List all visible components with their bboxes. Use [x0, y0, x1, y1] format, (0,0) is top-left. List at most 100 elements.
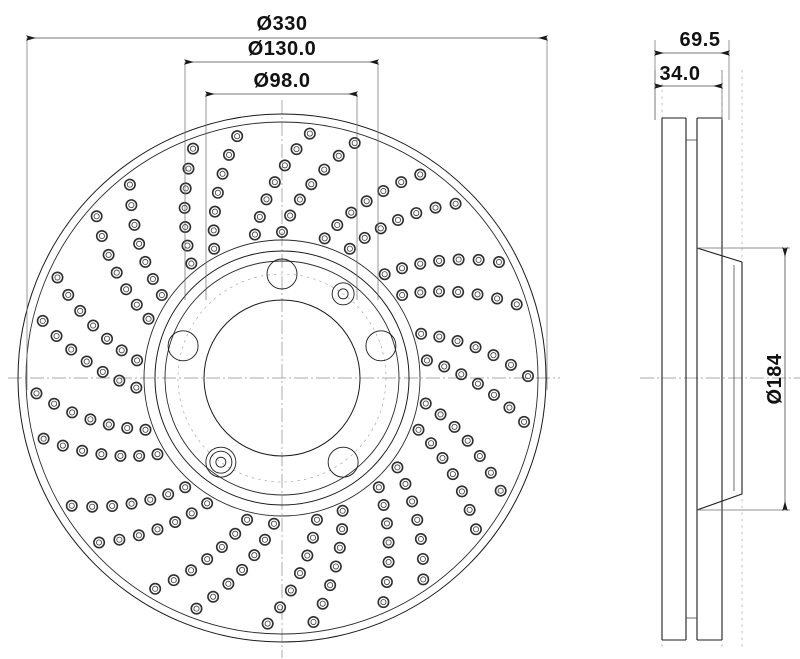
drill-hole-inner — [185, 165, 192, 172]
drill-hole — [399, 477, 412, 490]
drill-hole — [448, 420, 461, 433]
disc-outer-edge — [17, 113, 547, 643]
drill-hole-inner — [219, 170, 226, 177]
drill-hole-inner — [218, 543, 225, 550]
drill-hole — [293, 567, 306, 580]
drill-hole — [494, 484, 507, 497]
drill-hole — [155, 289, 168, 302]
drill-hole — [433, 330, 446, 343]
drill-hole — [151, 448, 164, 461]
drill-hole — [510, 298, 523, 311]
drill-hole-inner — [99, 368, 106, 375]
drill-hole — [324, 579, 337, 592]
drill-hole-inner — [98, 233, 105, 240]
drill-hole — [306, 531, 319, 544]
drill-hole — [201, 497, 214, 510]
drill-hole-inner — [193, 605, 200, 612]
drill-hole — [66, 406, 79, 419]
drill-hole-inner — [210, 593, 217, 600]
drill-hole — [215, 540, 228, 553]
drill-hole — [169, 516, 182, 529]
drill-hole-inner — [418, 330, 425, 337]
bolt-circle-construction — [177, 273, 387, 483]
drill-hole — [102, 418, 115, 431]
drill-hole-inner — [149, 276, 156, 283]
drill-hole — [162, 488, 175, 501]
drill-hole — [185, 507, 198, 520]
drill-hole — [377, 498, 390, 511]
drill-hole — [290, 143, 303, 156]
drill-hole-inner — [124, 425, 131, 432]
drill-hole-inner — [51, 400, 58, 407]
hat-outer-ring — [143, 239, 421, 517]
drill-hole-inner — [417, 536, 424, 543]
drill-hole — [65, 499, 78, 512]
drill-hole — [56, 439, 69, 452]
drill-hole-inner — [321, 166, 328, 173]
drill-hole — [187, 142, 200, 155]
drill-hole-inner — [454, 338, 461, 345]
drill-hole-inner — [394, 217, 401, 224]
drill-hole — [329, 560, 342, 573]
drill-hole-inner — [423, 357, 430, 364]
drill-hole — [396, 289, 409, 302]
hat-face-ring — [154, 250, 410, 506]
drill-hole — [303, 127, 316, 140]
drill-hole-inner — [380, 599, 387, 606]
drill-hole — [410, 207, 423, 220]
drill-hole-inner — [380, 501, 387, 508]
drill-hole — [333, 541, 346, 554]
drill-hole — [380, 517, 393, 530]
drill-hole-inner — [281, 162, 288, 169]
drill-hole — [469, 341, 482, 354]
drill-hole — [425, 437, 438, 450]
drill-hole — [106, 499, 119, 512]
drill-hole-inner — [54, 274, 61, 281]
drill-hole — [374, 222, 387, 235]
drill-hole — [274, 601, 287, 614]
locating-pin-hole-inner — [215, 456, 227, 468]
drill-hole-inner — [414, 516, 421, 523]
drill-hole-inner — [313, 516, 320, 523]
drill-hole — [391, 461, 404, 474]
drill-hole — [113, 374, 126, 387]
drill-hole-inner — [133, 384, 140, 391]
drill-hole — [113, 533, 126, 546]
drill-hole — [115, 344, 128, 357]
drill-hole-inner — [383, 578, 390, 585]
drill-hole-inner — [116, 377, 123, 384]
drill-hole — [487, 349, 500, 362]
drill-hole-inner — [309, 534, 316, 541]
drill-hole-inner — [287, 587, 294, 594]
drill-hole-inner — [308, 181, 315, 188]
drill-hole-inner — [513, 301, 520, 308]
drill-hole — [102, 248, 115, 261]
drill-hole — [207, 224, 220, 237]
drill-hole-inner — [336, 544, 343, 551]
drill-hole-inner — [239, 566, 246, 573]
hat-step-ring — [164, 260, 400, 496]
drill-hole-inner — [188, 567, 195, 574]
drill-hole — [455, 485, 468, 498]
drill-hole — [318, 232, 331, 245]
drill-hole-inner — [296, 196, 303, 203]
drill-hole-inner — [363, 198, 370, 205]
drill-hole — [471, 288, 484, 301]
drill-hole — [284, 209, 297, 222]
drill-hole-inner — [383, 520, 390, 527]
drill-hole — [336, 523, 349, 536]
side-view: Ø184 69.5 34.0 — [640, 29, 800, 650]
drill-hole — [222, 577, 235, 590]
drill-hole-inner — [436, 257, 443, 264]
drill-hole — [336, 504, 349, 517]
drill-hole — [469, 523, 482, 536]
drill-hole — [185, 564, 198, 577]
drill-hole — [50, 329, 63, 342]
drill-hole — [185, 257, 198, 270]
drill-hole-inner — [264, 620, 271, 627]
drill-hole-inner — [332, 563, 339, 570]
drill-hole — [248, 549, 261, 562]
drill-hole-inner — [128, 202, 135, 209]
drill-hole — [487, 388, 500, 401]
drill-hole-inner — [399, 265, 406, 272]
